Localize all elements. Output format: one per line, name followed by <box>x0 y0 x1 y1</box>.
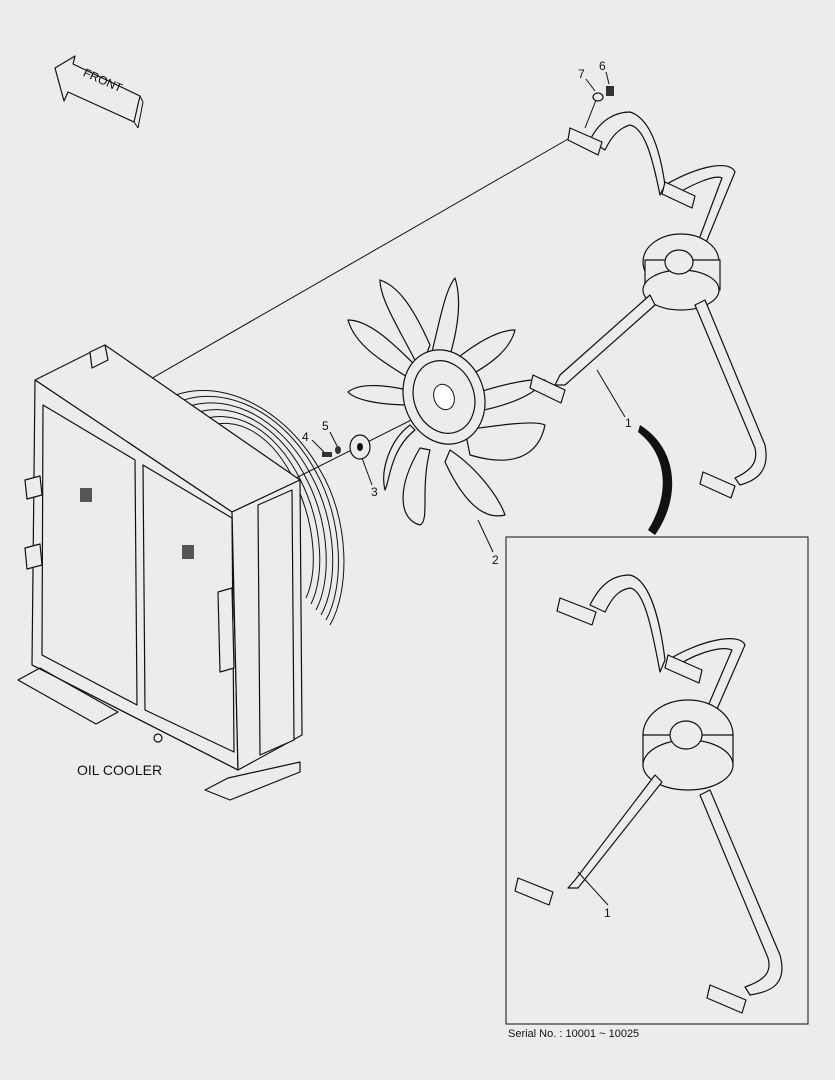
oil-cooler-assembly: OIL COOLER <box>17 344 345 801</box>
callout-leaders <box>311 71 626 906</box>
callout-5-washer: 5 <box>322 419 329 433</box>
callout-1-bracket-inset: 1 <box>604 906 611 920</box>
callout-1-bracket: 1 <box>625 416 632 430</box>
inset-reference-arrow <box>638 425 673 535</box>
fan-hub-spacer <box>349 434 371 460</box>
core-label-plate-left <box>80 488 92 502</box>
bracket-bolt <box>606 86 614 96</box>
callout-4-bolt: 4 <box>302 430 309 444</box>
fan-bolt <box>322 452 332 457</box>
fan-guard <box>164 390 345 626</box>
serial-number-note: Serial No. : 10001 ~ 10025 <box>508 1028 639 1040</box>
bracket-washer <box>592 92 604 102</box>
front-direction-arrow: FRONT <box>54 55 144 129</box>
callout-6-bolt: 6 <box>599 59 606 73</box>
callout-3-spacer: 3 <box>371 485 378 499</box>
callout-2-fan: 2 <box>492 553 499 567</box>
serial-variant-inset <box>505 536 809 1025</box>
inset-fan-guard-bracket <box>514 574 783 1014</box>
fan-guard-bracket <box>529 111 767 499</box>
oil-cooler-label: OIL COOLER <box>77 762 162 778</box>
core-label-plate-right <box>182 545 194 559</box>
callout-7-washer: 7 <box>578 67 585 81</box>
fan-washer <box>335 446 341 454</box>
